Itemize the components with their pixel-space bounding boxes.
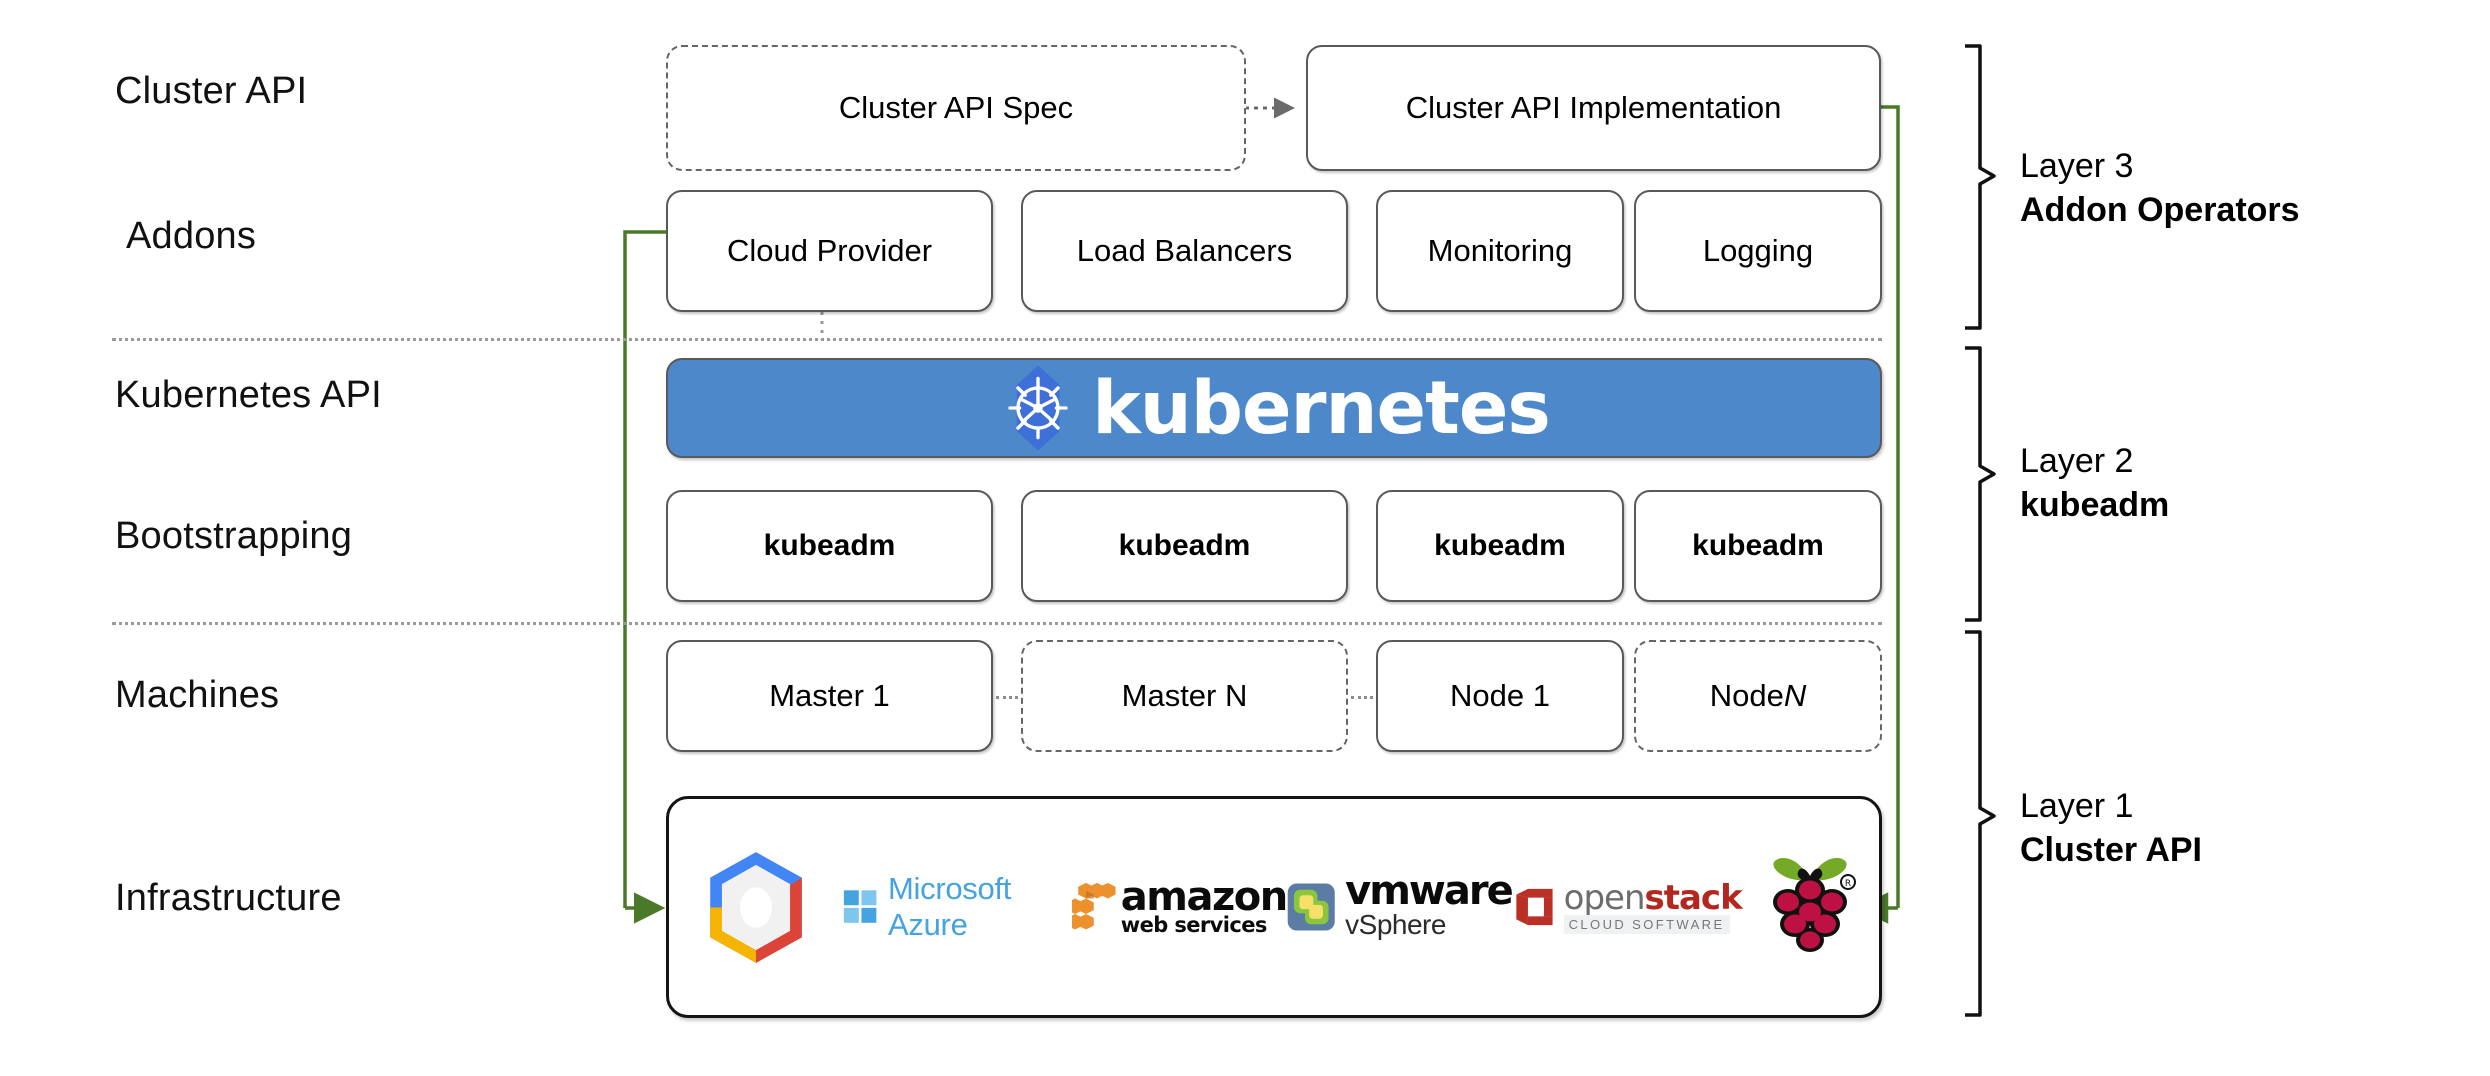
openstack-wordmark-stack: stack [1644,877,1743,918]
row-label-infrastructure: Infrastructure [115,877,342,919]
kubernetes-helm-wheel-logo [998,364,1078,452]
row-label-kubernetes-api: Kubernetes API [115,374,382,416]
row-label-cluster-api: Cluster API [115,70,308,112]
layer-label-1: Layer 1 Cluster API [2020,785,2202,872]
layer-label-2: Layer 2 kubeadm [2020,440,2169,527]
layer-label-3: Layer 3 Addon Operators [2020,145,2300,232]
layer-1-line1: Layer 1 [2020,787,2134,825]
amazon-web-services-sub: web services [1120,913,1268,938]
vsphere-wordmark: vSphere [1345,909,1446,940]
green-connector-left [623,230,666,908]
layer-3-line1: Layer 3 [2020,147,2134,185]
brace-layer-1 [1965,630,1996,1017]
divider-addons-kubernetes [112,338,1882,341]
logo-raspberry-pi: R [1742,799,1879,1015]
row-label-addons: Addons [126,215,257,257]
amazon-wordmark: amazon [1120,874,1288,921]
box-kubeadm-3[interactable]: kubeadm [1376,490,1624,602]
openstack-icon [1516,888,1553,926]
microsoft-window-icon [843,890,877,923]
aws-boxes-icon [1071,882,1116,930]
row-label-machines: Machines [115,674,280,716]
layer-2-line1: Layer 2 [2020,442,2134,480]
kubernetes-banner[interactable]: kubernetes [666,358,1882,458]
box-machine-master-1[interactable]: Master 1 [666,640,993,752]
layer-2-line2: kubeadm [2020,485,2170,524]
kubernetes-logo-svg [1008,365,1068,451]
vmware-wordmark: vmware [1345,868,1514,914]
box-addon-load-balancers[interactable]: Load Balancers [1021,190,1348,312]
box-machine-node-n[interactable]: Node N [1634,640,1882,752]
logo-openstack: openstack CLOUD SOFTWARE [1512,799,1743,1015]
box-addon-monitoring[interactable]: Monitoring [1376,190,1624,312]
layer-1-line2: Cluster API [2020,830,2203,869]
raspberry-pi-icon: R [1773,858,1857,952]
box-kubeadm-4[interactable]: kubeadm [1634,490,1882,602]
svg-text:R: R [1845,879,1851,889]
machines-ellipsis-1 [996,696,1018,699]
kubernetes-wordmark: kubernetes [1092,365,1551,451]
box-kubeadm-1[interactable]: kubeadm [666,490,993,602]
node-n-italic: N [1783,678,1807,713]
machines-ellipsis-2 [1351,696,1373,699]
box-addon-cloud-provider[interactable]: Cloud Provider [666,190,993,312]
box-infrastructure-providers[interactable]: Microsoft Azure amazon [666,796,1882,1018]
vsphere-icon [1287,883,1335,931]
box-kubeadm-2[interactable]: kubeadm [1021,490,1348,602]
box-cluster-api-implementation[interactable]: Cluster API Implementation [1306,45,1881,171]
azure-wordmark: Microsoft Azure [888,871,1012,942]
logo-amazon-web-services: amazon web services [1071,799,1288,1015]
brace-layer-2 [1965,346,1996,622]
logo-microsoft-azure: Microsoft Azure [843,799,1072,1015]
openstack-wordmark-open: open [1563,877,1646,918]
box-machine-node-1[interactable]: Node 1 [1376,640,1624,752]
divider-bootstrapping-machines [112,622,1882,625]
row-label-bootstrapping: Bootstrapping [115,515,353,557]
layer-3-line2: Addon Operators [2020,190,2300,229]
logo-vmware-vsphere: vmware vSphere [1287,799,1514,1015]
brace-layer-3 [1965,44,1996,330]
node-n-prefix: Node [1709,678,1784,713]
box-addon-logging[interactable]: Logging [1634,190,1882,312]
box-cluster-api-spec[interactable]: Cluster API Spec [666,45,1246,171]
box-machine-master-n[interactable]: Master N [1021,640,1348,752]
logo-google-cloud-platform [669,799,843,1015]
openstack-tagline: CLOUD SOFTWARE [1563,914,1730,934]
